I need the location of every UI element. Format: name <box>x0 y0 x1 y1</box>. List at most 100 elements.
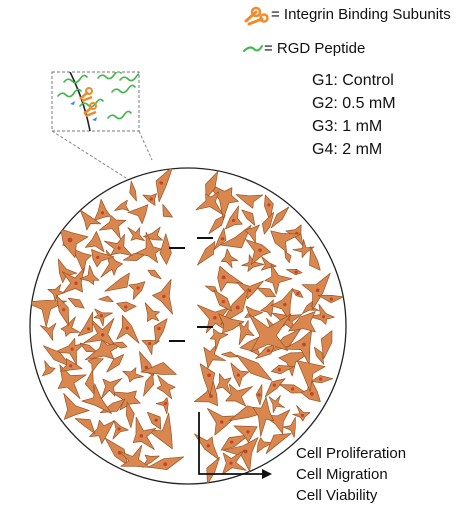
cell-nucleus <box>86 327 91 331</box>
cell <box>63 393 90 420</box>
cell <box>292 405 311 422</box>
cell <box>122 367 144 383</box>
cell-nucleus <box>163 401 168 406</box>
outcome-label: Cell Proliferation <box>296 445 407 462</box>
cell <box>125 401 135 429</box>
zoom-inset <box>51 71 153 179</box>
cell <box>144 302 160 322</box>
cell-nucleus <box>213 315 217 320</box>
cell-nucleus <box>139 434 144 438</box>
rgd-peptide-icon <box>243 45 263 52</box>
cell-nucleus <box>229 461 233 465</box>
cell-nucleus <box>221 300 226 304</box>
cell <box>143 373 155 397</box>
cell-nucleus <box>62 308 66 312</box>
cell <box>93 308 113 327</box>
cell-nucleus <box>125 326 129 330</box>
cell <box>225 383 253 407</box>
cell <box>256 287 276 298</box>
cell <box>264 378 286 398</box>
cell <box>57 258 78 284</box>
cell-nucleus <box>124 305 128 309</box>
cell-nucleus <box>232 218 236 223</box>
group-label: G4: 2 mM <box>312 141 383 158</box>
cell <box>222 449 247 475</box>
cell <box>155 168 174 203</box>
cell-nucleus <box>99 314 103 318</box>
cell <box>208 214 226 235</box>
cell-nucleus <box>302 342 306 347</box>
integrin-icon <box>244 6 269 26</box>
cell <box>103 233 133 257</box>
cell <box>220 248 239 269</box>
cell <box>215 373 232 395</box>
cell <box>87 357 104 373</box>
cell-nucleus <box>67 237 73 243</box>
cell-nucleus <box>315 288 320 293</box>
zoom-guide-line-right <box>138 130 153 161</box>
cell <box>61 267 85 294</box>
cell <box>83 317 118 349</box>
cell-nucleus <box>163 462 168 466</box>
cell <box>220 434 250 451</box>
cell-nucleus <box>162 294 166 299</box>
cell-nucleus <box>117 427 121 431</box>
cell-nucleus <box>154 418 158 422</box>
cell <box>235 194 264 209</box>
cell <box>264 263 293 295</box>
cell-nucleus <box>243 449 248 454</box>
cell <box>265 433 292 455</box>
group-label: G2: 0.5 mM <box>312 95 396 112</box>
cell <box>199 363 216 396</box>
cell <box>284 251 292 263</box>
cell <box>270 287 294 322</box>
cell <box>40 322 57 341</box>
cell-nucleus <box>206 444 210 448</box>
cell-nucleus <box>248 289 252 293</box>
cell <box>162 203 173 218</box>
cell-nucleus <box>258 248 262 252</box>
zoom-inset-content <box>57 72 139 131</box>
cell <box>224 205 243 230</box>
cell <box>255 344 275 360</box>
cell-nucleus <box>148 342 152 346</box>
cell <box>206 457 220 484</box>
cell-nucleus <box>319 377 323 381</box>
cell-nucleus <box>69 364 73 368</box>
cell-nucleus <box>74 281 78 285</box>
cell-nucleus <box>267 203 271 207</box>
cell <box>114 199 130 212</box>
cell-nucleus <box>100 333 105 337</box>
group-label: G3: 1 mM <box>312 118 383 135</box>
cell-nucleus <box>221 275 226 280</box>
cell <box>217 265 244 292</box>
cell <box>98 295 114 302</box>
cell-nucleus <box>266 348 271 353</box>
cell <box>218 313 245 334</box>
cell <box>313 346 325 365</box>
cell <box>106 354 124 373</box>
cell <box>155 397 169 415</box>
cell-nucleus <box>207 373 211 378</box>
zoom-guide-line-left <box>51 130 127 179</box>
cell <box>141 339 161 356</box>
cell <box>241 209 256 226</box>
cell <box>127 204 149 225</box>
cell-nucleus <box>70 347 74 351</box>
cell <box>233 425 258 443</box>
cell <box>30 299 67 328</box>
cell-nucleus <box>272 383 276 387</box>
cell <box>140 362 177 375</box>
cell-nucleus <box>329 297 333 301</box>
cell-nucleus <box>96 255 100 260</box>
outcome-label: Cell Migration <box>296 466 388 483</box>
cell <box>270 206 290 229</box>
cell <box>236 354 273 381</box>
cell-nucleus <box>220 237 225 241</box>
cell-nucleus <box>300 413 305 417</box>
cell <box>268 395 285 413</box>
cell-nucleus <box>159 181 164 185</box>
cell <box>195 191 224 216</box>
